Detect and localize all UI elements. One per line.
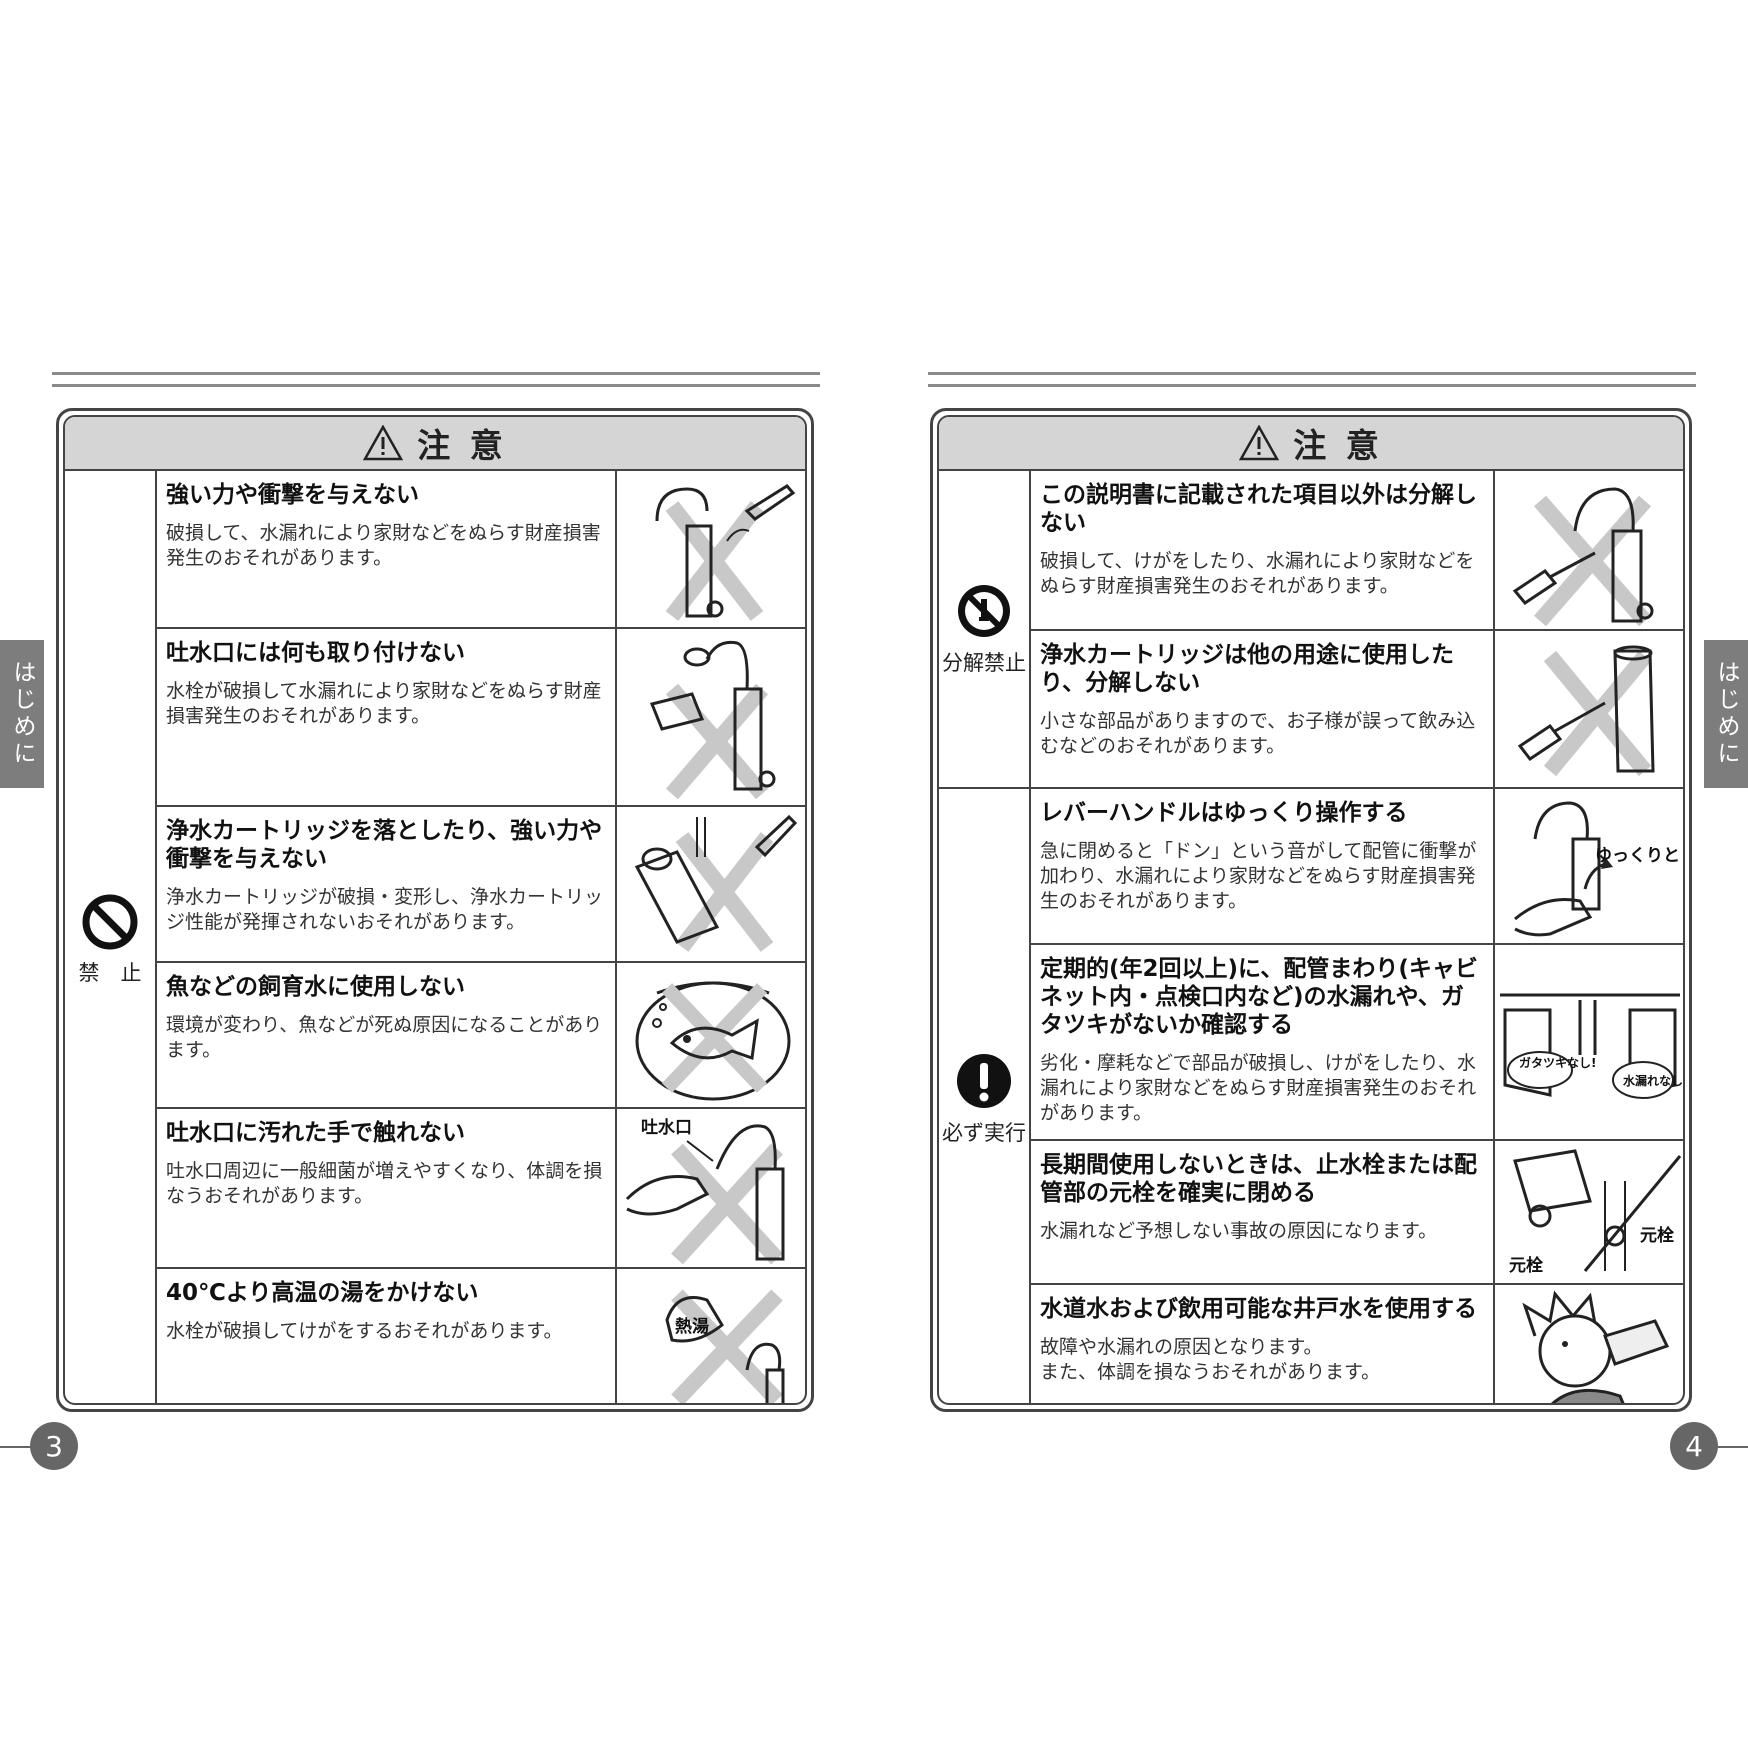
left-row-3: 浄水カートリッジを落としたり、強い力や衝撃を与えない 浄水カートリッジが破損・変… [157, 807, 805, 963]
ill-label-no-leak: 水漏れなし! [1623, 1073, 1685, 1088]
faucet-impact-illustration [617, 471, 805, 627]
dirty-hand-illustration: 吐水口 [617, 1109, 805, 1267]
row-desc: 水栓が破損してけがをするおそれがあります。 [166, 1320, 563, 1342]
row-title: 40℃より高温の湯をかけない [166, 1280, 479, 1306]
right-row-2: 浄水カートリッジは他の用途に使用したり、分解しない 小さな部品がありますので、お… [1031, 631, 1683, 789]
right-category-label-2: 必ず実行 [942, 1121, 1026, 1145]
left-panel-header: 注 意 [65, 417, 805, 471]
right-top-rule [928, 372, 1696, 375]
row-desc: 環境が変わり、魚などが死ぬ原因になることがあります。 [166, 1014, 603, 1061]
left-top-rule-2 [52, 384, 820, 387]
row-title: 吐水口には何も取り付けない [166, 640, 465, 666]
left-page-number-line [0, 1446, 36, 1448]
hot-water-illustration: 熱湯 [617, 1269, 805, 1403]
right-category-disassembly: 分解禁止 [939, 471, 1031, 789]
right-row-4: 定期的(年2回以上)に、配管まわり(キャビネット内・点検口内など)の水漏れや、ガ… [1031, 945, 1685, 1141]
row-title: レバーハンドルはゆっくり操作する [1040, 800, 1408, 826]
left-category-label: 禁 止 [78, 961, 142, 985]
left-category-prohibit: 禁 止 [65, 471, 157, 1403]
right-header-title: 注 意 [1293, 426, 1383, 465]
side-tab-left: はじめに [0, 640, 44, 788]
cartridge-disassembly-illustration [1495, 631, 1683, 787]
ill-label-hot-water: 熱湯 [675, 1316, 709, 1337]
left-header-title: 注 意 [417, 426, 507, 465]
row-title: 水道水および飲用可能な井戸水を使用する [1040, 1296, 1477, 1322]
row-desc: 急に閉めると「ドン」という音がして配管に衝撃が加わり、水漏れにより家財などをぬら… [1040, 840, 1477, 912]
ill-label-spout: 吐水口 [641, 1117, 692, 1138]
ill-label-no-rattle: ガタツキなし! [1519, 1055, 1596, 1070]
page-number-left: 3 [30, 1422, 78, 1470]
row-desc: 劣化・摩耗などで部品が破損し、けがをしたり、水漏れにより家財などをぬらす財産損害… [1040, 1052, 1477, 1124]
ill-label-main-valve-1: 元栓 [1509, 1255, 1543, 1276]
right-category-mandatory: 必ず実行 [939, 789, 1031, 1403]
row-title: 吐水口に汚れた手で触れない [166, 1120, 465, 1146]
side-tab-right: はじめに [1704, 640, 1748, 788]
row-title: 強い力や衝撃を与えない [166, 482, 419, 508]
fishbowl-illustration [617, 963, 805, 1107]
left-row-2: 吐水口には何も取り付けない 水栓が破損して水漏れにより家財などをぬらす財産損害発… [157, 629, 805, 807]
no-disassembly-icon [958, 585, 1010, 637]
left-row-5: 吐水口に汚れた手で触れない 吐水口周辺に一般細菌が増えやすくなり、体調を損なうお… [157, 1109, 805, 1269]
right-row-5: 長期間使用しないときは、止水栓または配管部の元栓を確実に閉める 水漏れなど予想し… [1031, 1141, 1683, 1285]
row-desc: 小さな部品がありますので、お子様が誤って飲み込むなどのおそれがあります。 [1040, 710, 1476, 757]
row-desc: 破損して、けがをしたり、水漏れにより家財などをぬらす財産損害発生のおそれがありま… [1040, 550, 1475, 597]
row-desc: 故障や水漏れの原因となります。 また、体調を損なうおそれがあります。 [1040, 1336, 1381, 1383]
page-number-right: 4 [1670, 1422, 1718, 1470]
row-title: 魚などの飼育水に使用しない [166, 974, 465, 1000]
right-panel-header: 注 意 [939, 417, 1683, 471]
left-top-rule [52, 372, 820, 375]
row-desc: 吐水口周辺に一般細菌が増えやすくなり、体調を損なうおそれがあります。 [166, 1160, 603, 1207]
cartridge-drop-illustration [617, 807, 805, 961]
faucet-disassembly-illustration [1495, 471, 1683, 629]
right-row-1: この説明書に記載された項目以外は分解しない 破損して、けがをしたり、水漏れにより… [1031, 471, 1683, 631]
ill-label-slowly: ゆっくりと [1595, 846, 1680, 866]
row-desc: 破損して、水漏れにより家財などをぬらす財産損害発生のおそれがあります。 [166, 522, 601, 569]
right-row-6: 水道水および飲用可能な井戸水を使用する 故障や水漏れの原因となります。 また、体… [1031, 1285, 1683, 1403]
row-title: 浄水カートリッジを落としたり、強い力や衝撃を与えない [166, 818, 603, 872]
row-title: 浄水カートリッジは他の用途に使用したり、分解しない [1040, 642, 1454, 696]
main-valve-illustration: 元栓 元栓 [1495, 1141, 1683, 1283]
mandatory-icon [957, 1054, 1011, 1108]
right-page-number-line [1712, 1446, 1748, 1448]
warning-triangle-icon [1239, 425, 1280, 461]
lever-handle-illustration: ゆっくりと [1495, 789, 1683, 943]
left-caution-panel: 注 意 禁 止 強い力や衝撃を与えない 破損して、水漏れにより家財などをぬらす財… [56, 408, 814, 1412]
row-desc: 浄水カートリッジが破損・変形し、浄水カートリッジ性能が発揮されないおそれがありま… [166, 886, 604, 933]
cabinet-check-illustration: ガタツキなし! 水漏れなし! [1495, 945, 1685, 1139]
row-title: この説明書に記載された項目以外は分解しない [1040, 482, 1477, 536]
right-caution-panel: 注 意 分解禁止 必ず実行 この説明書に記載された項目以外は分解しない [930, 408, 1692, 1412]
row-desc: 水漏れなど予想しない事故の原因になります。 [1040, 1220, 1438, 1242]
row-title: 定期的(年2回以上)に、配管まわり(キャビネット内・点検口内など)の水漏れや、ガ… [1040, 956, 1478, 1038]
right-top-rule-2 [928, 384, 1696, 387]
left-row-6: 40℃より高温の湯をかけない 水栓が破損してけがをするおそれがあります。 熱湯 [157, 1269, 805, 1403]
row-desc: 水栓が破損して水漏れにより家財などをぬらす財産損害発生のおそれがあります。 [166, 680, 602, 727]
right-row-3: レバーハンドルはゆっくり操作する 急に閉めると「ドン」という音がして配管に衝撃が… [1031, 789, 1683, 945]
left-row-4: 魚などの飼育水に使用しない 環境が変わり、魚などが死ぬ原因になることがあります。 [157, 963, 805, 1109]
warning-triangle-icon [363, 425, 404, 461]
faucet-attachment-illustration [617, 629, 805, 805]
drinking-person-illustration [1495, 1285, 1683, 1403]
row-title: 長期間使用しないときは、止水栓または配管部の元栓を確実に閉める [1040, 1152, 1477, 1206]
left-row-1: 強い力や衝撃を与えない 破損して、水漏れにより家財などをぬらす財産損害発生のおそ… [157, 471, 805, 629]
ill-label-main-valve-2: 元栓 [1640, 1225, 1674, 1246]
right-category-label-1: 分解禁止 [942, 651, 1026, 675]
prohibit-icon [82, 894, 138, 950]
